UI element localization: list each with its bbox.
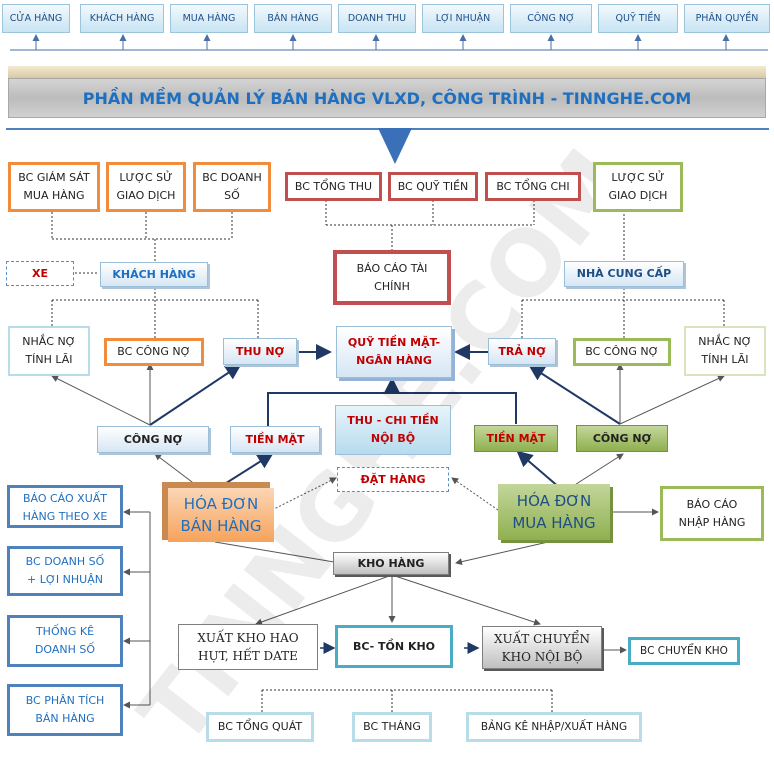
- box-khach-hang[interactable]: KHÁCH HÀNG: [100, 262, 208, 287]
- box-dat-hang[interactable]: ĐẶT HÀNG: [337, 467, 449, 492]
- box-bc-cong-no-right[interactable]: BC CÔNG NỢ: [573, 338, 671, 366]
- box-bc-chuyen-kho[interactable]: BC CHUYỂN KHO: [628, 637, 740, 665]
- box-bao-cao-nhap-hang[interactable]: BÁO CÁO NHẬP HÀNG: [660, 486, 764, 541]
- box-tien-mat-right[interactable]: TIỀN MẶT: [474, 425, 558, 452]
- box-bc-tong-thu[interactable]: BC TỔNG THU: [285, 172, 382, 201]
- box-tien-mat-left[interactable]: TIỀN MẶT: [230, 426, 320, 453]
- tab-quy-tien[interactable]: QUỸ TIỀN: [598, 4, 678, 33]
- box-bc-tong-quat[interactable]: BC TỔNG QUÁT: [206, 712, 314, 742]
- box-hoa-don-mua-hang[interactable]: HÓA ĐƠN MUA HÀNG: [498, 484, 610, 540]
- box-bc-cong-no-left[interactable]: BC CÔNG NỢ: [104, 338, 204, 366]
- tab-cua-hang[interactable]: CỬA HÀNG: [2, 4, 70, 33]
- box-bc-doanh-so-top[interactable]: BC DOANH SỐ: [193, 162, 271, 212]
- box-luoc-su-giao-dich-left[interactable]: LƯỢC SỬ GIAO DỊCH: [106, 162, 186, 212]
- box-thu-no[interactable]: THU NỢ: [223, 338, 297, 365]
- box-bc-ton-kho[interactable]: BC- TỒN KHO: [335, 625, 453, 668]
- box-hoa-don-ban-hang[interactable]: HÓA ĐƠN BÁN HÀNG: [168, 488, 274, 542]
- box-bang-ke-nhap-xuat-hang[interactable]: BẢNG KÊ NHẬP/XUẤT HÀNG: [466, 712, 642, 742]
- box-kho-hang[interactable]: KHO HÀNG: [333, 552, 449, 575]
- tab-ban-hang[interactable]: BÁN HÀNG: [254, 4, 332, 33]
- title-banner: PHẦN MỀM QUẢN LÝ BÁN HÀNG VLXD, CÔNG TRÌ…: [8, 78, 766, 118]
- box-luoc-su-giao-dich-right[interactable]: LƯỢC SỬ GIAO DỊCH: [593, 162, 683, 212]
- box-xe[interactable]: XE: [6, 261, 74, 286]
- box-cong-no-right[interactable]: CÔNG NỢ: [576, 425, 668, 452]
- box-bc-thang[interactable]: BC THÁNG: [352, 712, 432, 742]
- box-bc-doanh-so-loi-nhuan[interactable]: BC DOANH SỐ + LỢI NHUẬN: [7, 546, 123, 596]
- box-xuat-chuyen-kho-noi-bo[interactable]: XUẤT CHUYỂN KHO NỘI BỘ: [482, 626, 602, 669]
- box-bc-quy-tien[interactable]: BC QUỸ TIỀN: [388, 172, 478, 201]
- box-thu-chi-tien-noi-bo[interactable]: THU - CHI TIỀN NỘI BỘ: [335, 405, 451, 455]
- title-banner-top: [8, 66, 766, 78]
- box-xuat-kho-hao-hut[interactable]: XUẤT KHO HAO HỤT, HẾT DATE: [178, 624, 318, 670]
- box-nhac-no-tinh-lai-right[interactable]: NHẮC NỢ TÍNH LÃI: [684, 326, 766, 376]
- box-nhac-no-tinh-lai-left[interactable]: NHẮC NỢ TÍNH LÃI: [8, 326, 90, 376]
- box-bc-giam-sat-mua-hang[interactable]: BC GIÁM SÁT MUA HÀNG: [8, 162, 100, 212]
- box-bao-cao-tai-chinh[interactable]: BÁO CÁO TÀI CHÍNH: [333, 250, 451, 305]
- tab-doanh-thu[interactable]: DOANH THU: [338, 4, 416, 33]
- tab-khach-hang[interactable]: KHÁCH HÀNG: [80, 4, 164, 33]
- box-bao-cao-xuat-hang-theo-xe[interactable]: BÁO CÁO XUẤT HÀNG THEO XE: [7, 485, 123, 528]
- box-quy-tien-mat-ngan-hang[interactable]: QUỸ TIỀN MẶT- NGÂN HÀNG: [336, 326, 452, 378]
- tab-mua-hang[interactable]: MUA HÀNG: [170, 4, 248, 33]
- tab-cong-no[interactable]: CÔNG NỢ: [510, 4, 592, 33]
- box-nha-cung-cap[interactable]: NHÀ CUNG CẤP: [564, 261, 684, 287]
- tab-loi-nhuan[interactable]: LỢI NHUẬN: [422, 4, 504, 33]
- page-title: PHẦN MỀM QUẢN LÝ BÁN HÀNG VLXD, CÔNG TRÌ…: [82, 88, 692, 108]
- tab-phan-quyen[interactable]: PHÂN QUYỀN: [684, 4, 770, 33]
- down-triangle-icon: [378, 128, 412, 164]
- box-bc-tong-chi[interactable]: BC TỔNG CHI: [485, 172, 581, 201]
- box-tra-no[interactable]: TRẢ NỢ: [488, 338, 556, 365]
- box-thong-ke-doanh-so[interactable]: THỐNG KÊ DOANH SỐ: [7, 615, 123, 667]
- box-bc-phan-tich-ban-hang[interactable]: BC PHÂN TÍCH BÁN HÀNG: [7, 684, 123, 736]
- box-cong-no-left[interactable]: CÔNG NỢ: [97, 426, 209, 453]
